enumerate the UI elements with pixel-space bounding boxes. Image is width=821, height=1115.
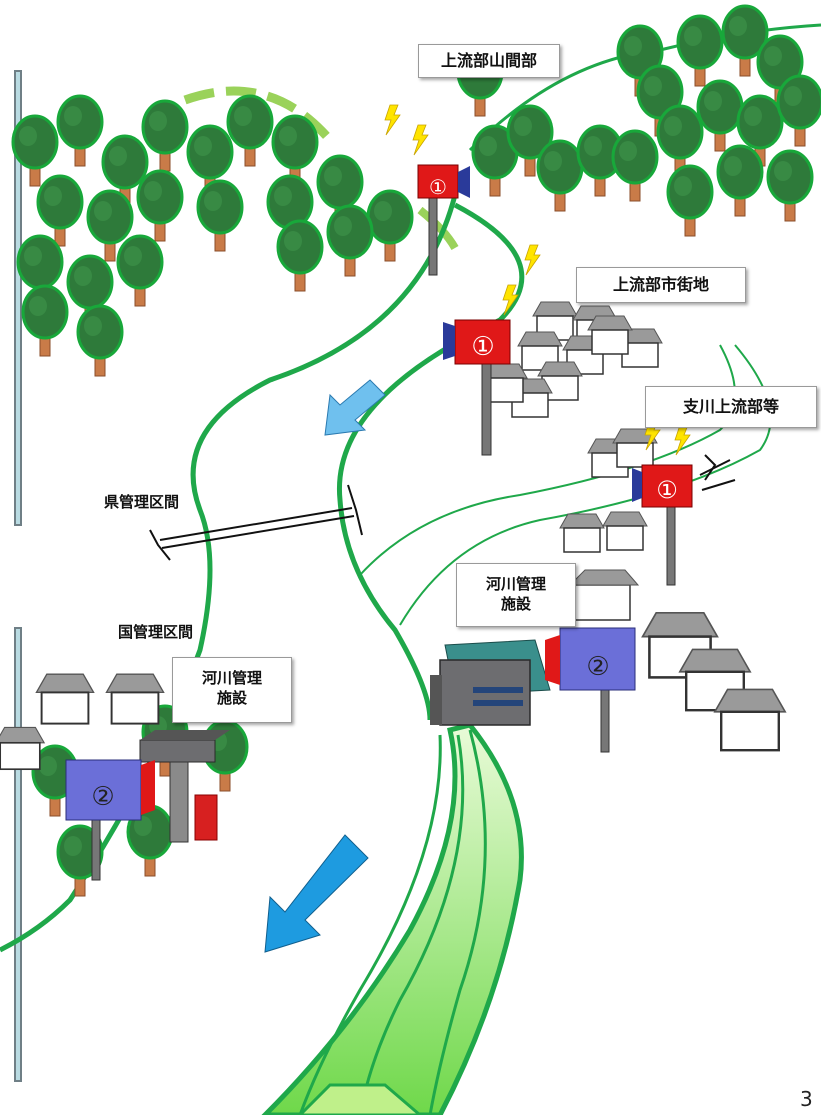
label-upstream-mountain: 上流部山間部 bbox=[418, 44, 560, 78]
houses-right bbox=[568, 569, 787, 752]
label-prefecture-section: 県管理区間 bbox=[104, 493, 180, 511]
flow-arrow-icon bbox=[264, 834, 369, 953]
label-facility-left: 河川管理 施設 bbox=[172, 657, 292, 723]
camera-type2-left-number: ② bbox=[91, 782, 114, 812]
facility-building-right bbox=[430, 639, 551, 726]
camera-type1-mountain bbox=[384, 104, 470, 276]
camera-type2-left bbox=[65, 759, 155, 881]
houses-left bbox=[0, 673, 165, 771]
facility-building-left bbox=[139, 730, 230, 843]
camera-type2-right bbox=[545, 627, 636, 753]
flow-arrow-icon bbox=[324, 379, 386, 436]
left-panel-bottom bbox=[14, 627, 22, 1082]
forest-left bbox=[11, 94, 414, 378]
double-arrow-icon bbox=[149, 484, 363, 561]
label-tributary-upstream: 支川上流部等 bbox=[645, 386, 817, 428]
camera-type1-urban bbox=[443, 244, 541, 456]
camera-type1-mountain-number: ① bbox=[429, 175, 447, 199]
camera-type1-urban-number: ① bbox=[471, 332, 494, 362]
double-arrow-icon-small bbox=[699, 454, 736, 491]
page-number: 3 bbox=[800, 1087, 813, 1111]
camera-type1-tributary bbox=[632, 419, 693, 586]
camera-type2-right-number: ② bbox=[586, 652, 609, 682]
label-national-section: 国管理区間 bbox=[118, 623, 194, 641]
hill-arc bbox=[183, 86, 334, 143]
basin-boundary-right bbox=[336, 202, 525, 721]
camera-type1-tributary-number: ① bbox=[656, 476, 678, 504]
main-river bbox=[261, 722, 524, 1115]
forest-right bbox=[456, 4, 821, 238]
label-facility-right: 河川管理 施設 bbox=[456, 563, 576, 627]
label-upstream-urban: 上流部市街地 bbox=[576, 267, 746, 303]
left-panel-top bbox=[14, 70, 22, 526]
